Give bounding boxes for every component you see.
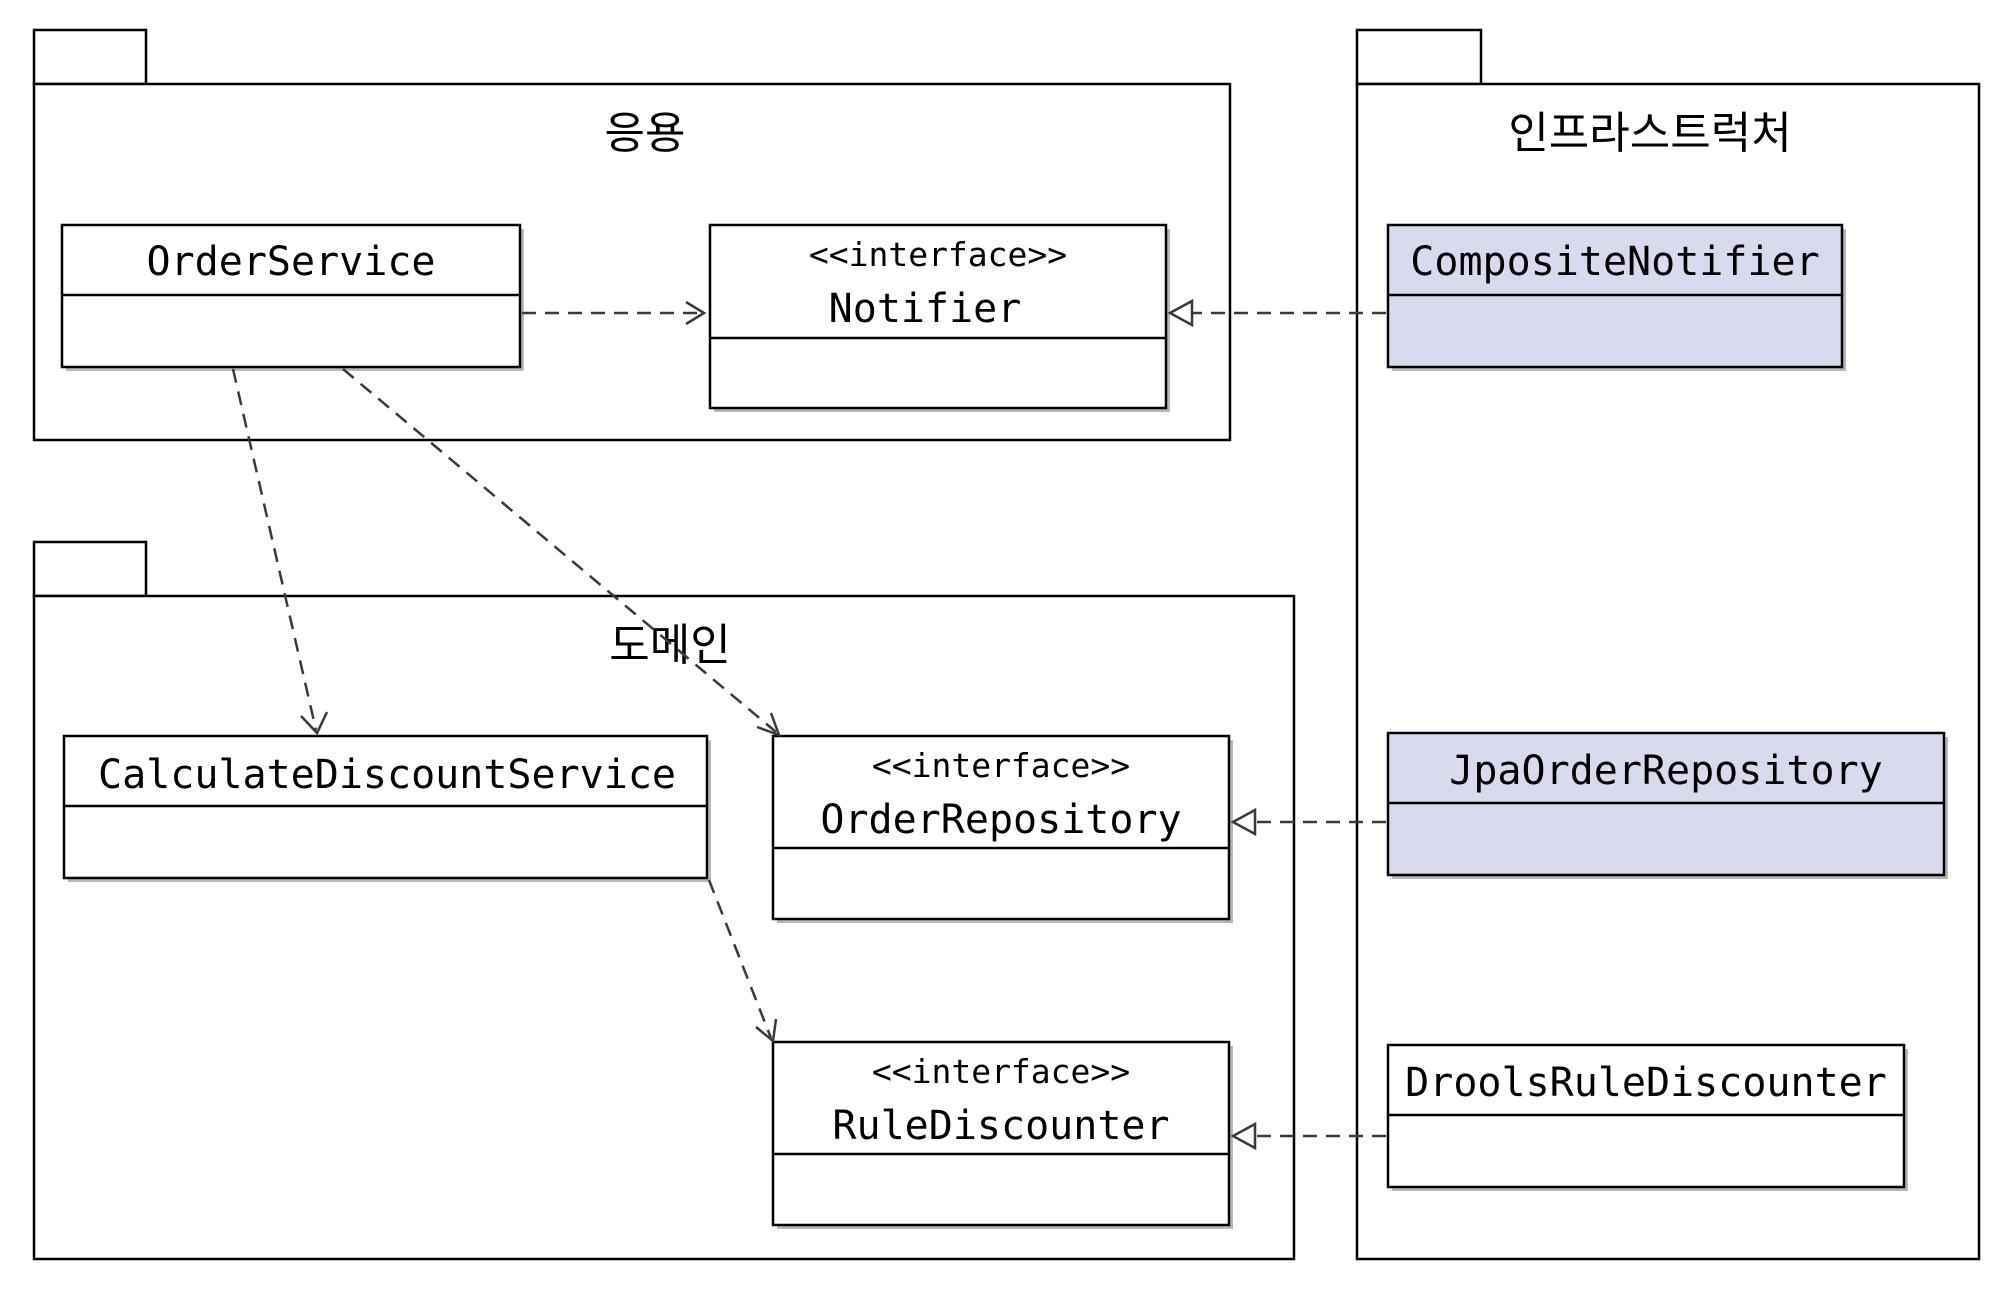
- realization-droolsrulediscounter-to-rulediscounter: [1230, 1121, 1386, 1151]
- class-box: [771, 734, 1231, 921]
- class-name: CompositeNotifier: [1410, 239, 1819, 285]
- hollow-triangle-arrowhead-icon: [1230, 1121, 1257, 1151]
- class-box: [708, 223, 1168, 410]
- dependency-orderservice-to-calculatediscountservice: [231, 368, 329, 736]
- class-drools-rule-discounter: DroolsRuleDiscounter: [1386, 1043, 1908, 1191]
- dependency-orderservice-to-notifier: [522, 300, 707, 326]
- open-arrowhead-icon: [755, 1018, 778, 1044]
- class-name: OrderRepository: [820, 797, 1181, 843]
- class-name: DroolsRuleDiscounter: [1405, 1060, 1887, 1106]
- realization-jpaorderrepository-to-orderrepository: [1230, 807, 1386, 837]
- package-infrastructure-title: 인프라스트럭처: [1508, 108, 1791, 159]
- class-stereotype: <<interface>>: [872, 1052, 1130, 1091]
- hollow-triangle-arrowhead-icon: [1230, 807, 1257, 837]
- class-composite-notifier: CompositeNotifier: [1386, 223, 1846, 371]
- class-stereotype: <<interface>>: [809, 235, 1067, 274]
- open-arrowhead-icon: [685, 300, 707, 326]
- hollow-triangle-arrowhead-icon: [1167, 298, 1194, 328]
- open-arrowhead-icon: [756, 712, 782, 738]
- class-box: [771, 1040, 1231, 1227]
- dependency-orderservice-to-orderrepository: [342, 368, 782, 738]
- class-rule-discounter: <<interface>> RuleDiscounter: [771, 1040, 1233, 1229]
- class-name: Notifier: [829, 286, 1022, 332]
- class-order-service: OrderService: [60, 223, 524, 371]
- package-domain-tab: [32, 540, 148, 598]
- package-domain-title: 도메인: [609, 620, 730, 671]
- package-application-title: 응용: [605, 108, 686, 159]
- realization-compositenotifier-to-notifier: [1167, 298, 1386, 328]
- class-name: RuleDiscounter: [832, 1103, 1169, 1149]
- class-notifier: <<interface>> Notifier: [708, 223, 1170, 412]
- class-name: CalculateDiscountService: [98, 752, 676, 798]
- class-jpa-order-repository: JpaOrderRepository: [1386, 731, 1948, 879]
- class-calculate-discount-service: CalculateDiscountService: [62, 734, 711, 882]
- class-stereotype: <<interface>>: [872, 746, 1130, 785]
- package-application-tab: [32, 28, 148, 86]
- dependency-line: [707, 879, 773, 1039]
- class-name: OrderService: [147, 239, 436, 285]
- dependency-line: [231, 368, 318, 731]
- dependency-line: [342, 368, 777, 733]
- dependency-calculatediscountservice-to-rulediscounter: [707, 879, 778, 1044]
- package-infrastructure-tab: [1355, 28, 1483, 86]
- class-name: JpaOrderRepository: [1449, 748, 1882, 794]
- open-arrowhead-icon: [300, 711, 329, 736]
- class-order-repository: <<interface>> OrderRepository: [771, 734, 1233, 923]
